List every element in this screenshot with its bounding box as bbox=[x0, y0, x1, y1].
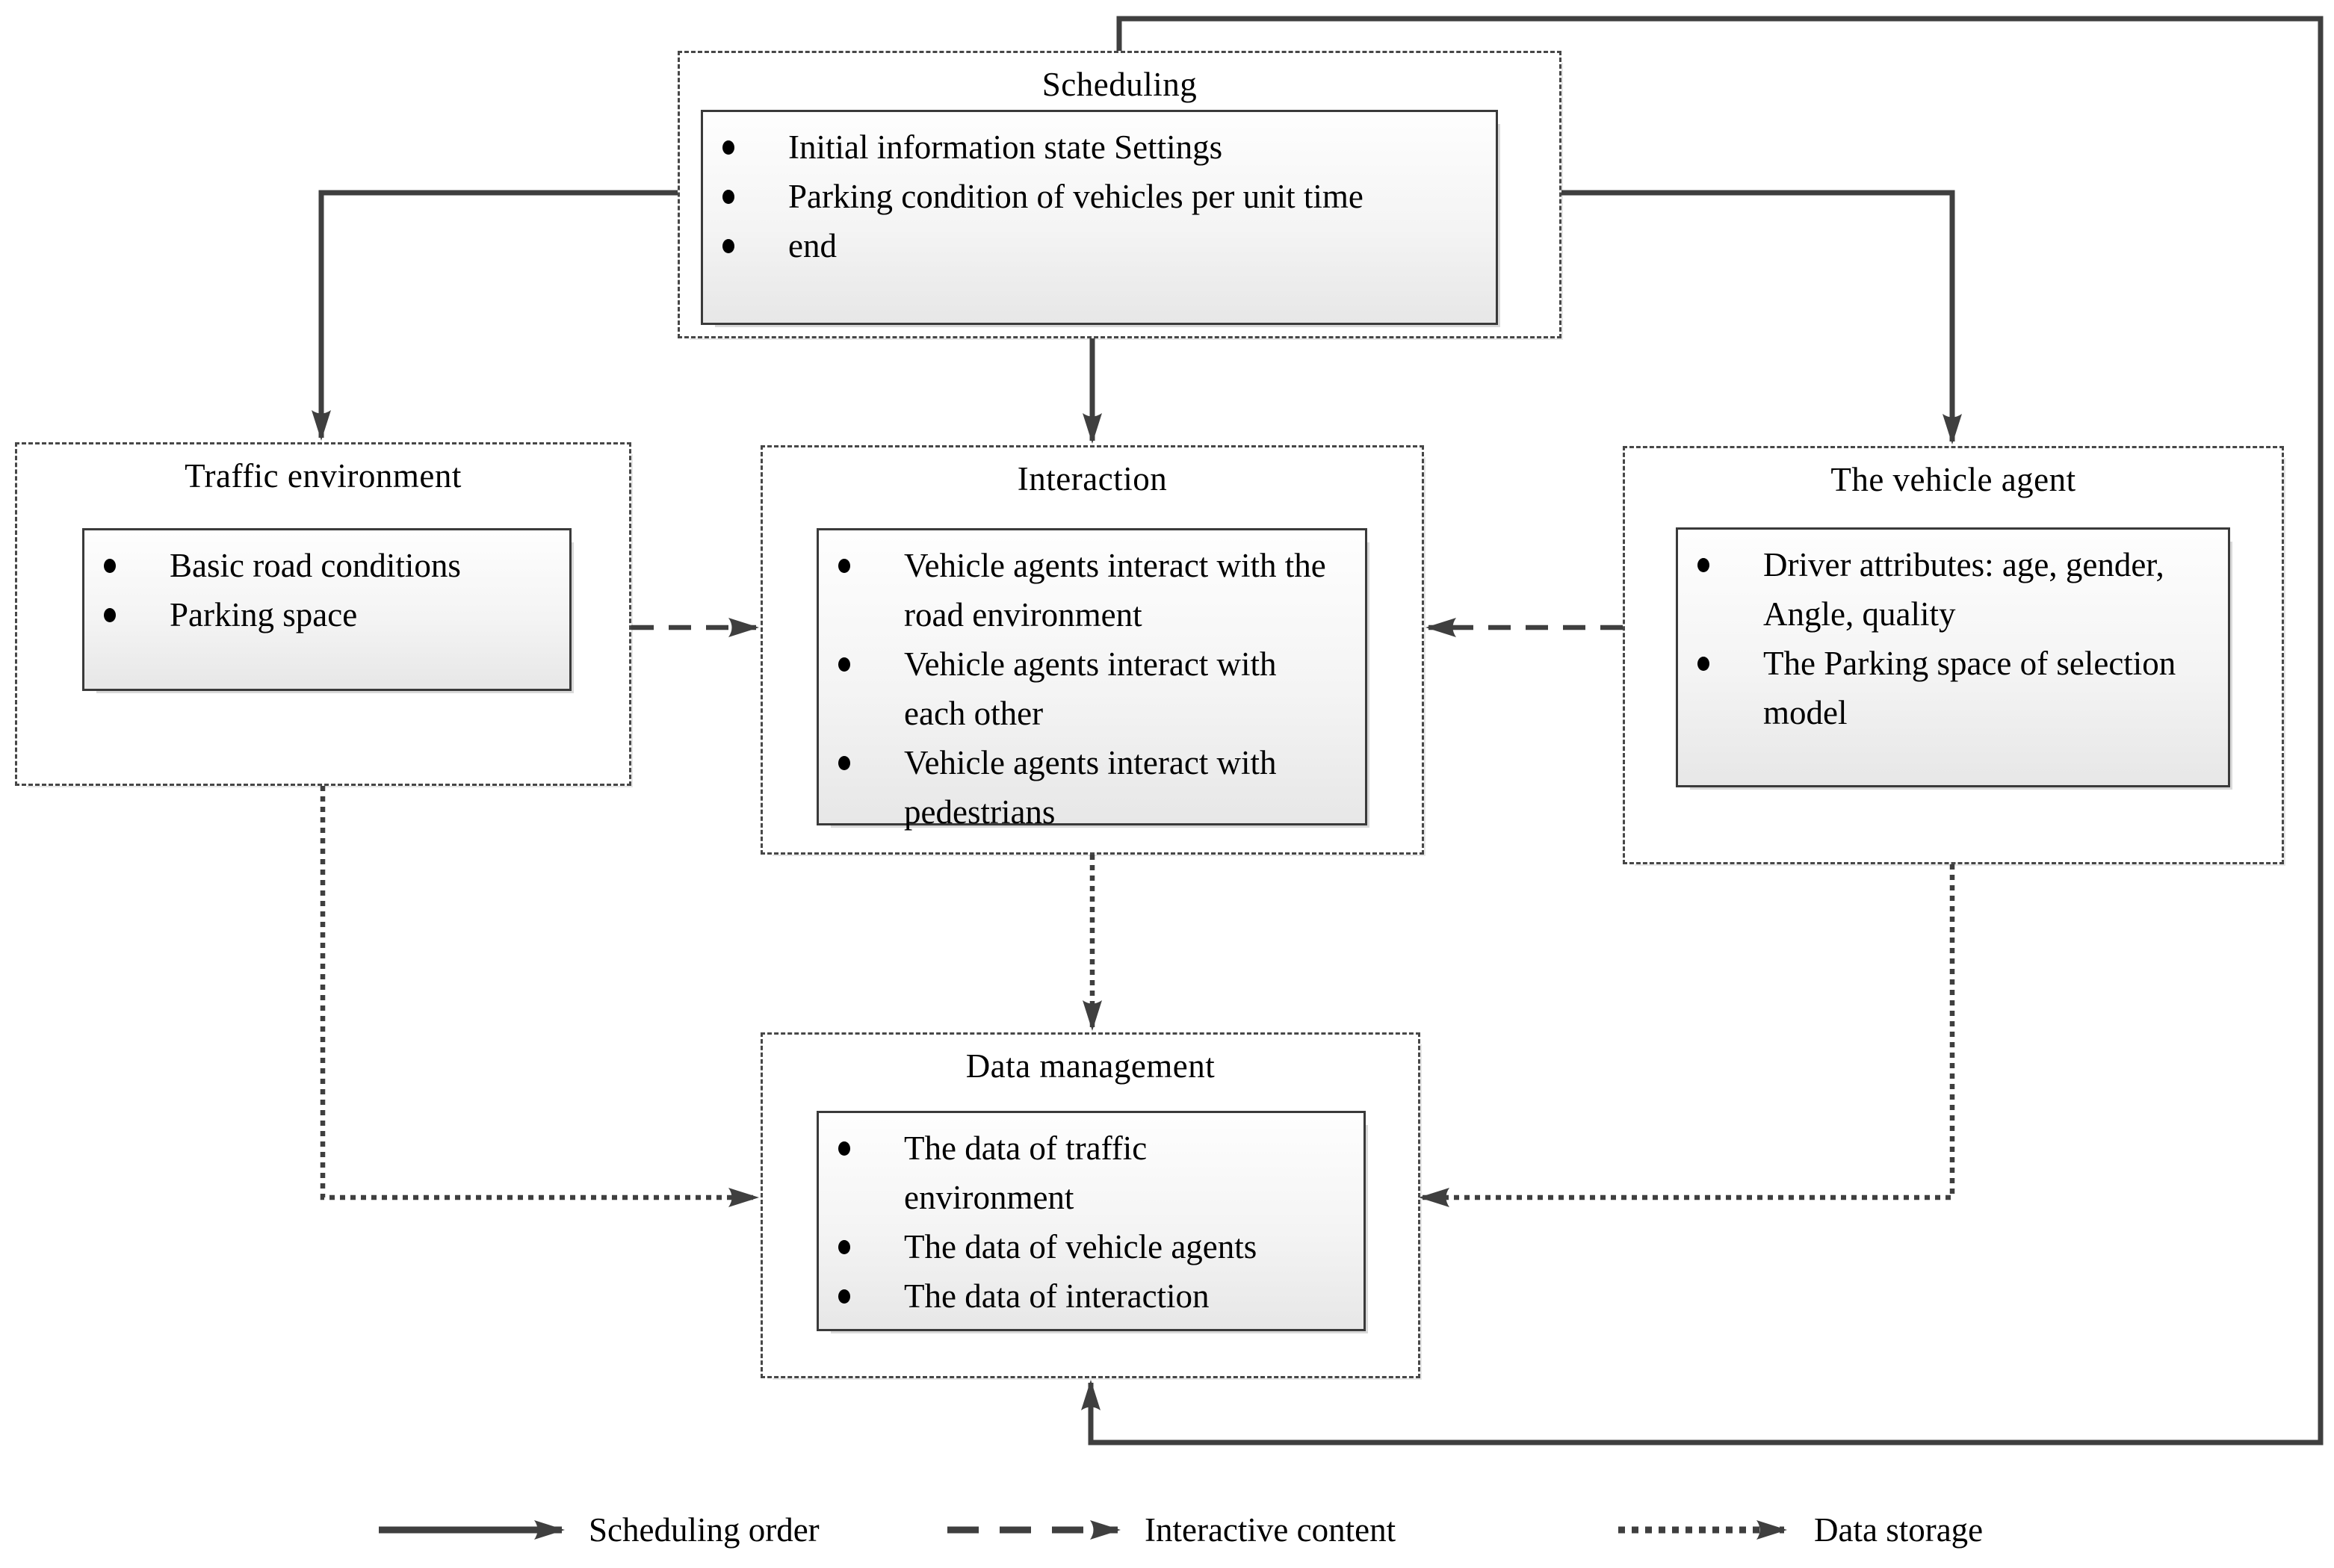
data-management-box: Data management The data of traffic envi… bbox=[761, 1032, 1420, 1378]
bullet-text: The data of traffic environment bbox=[904, 1129, 1148, 1216]
bullet-icon bbox=[722, 190, 734, 204]
interaction-inner-box: Vehicle agents interact with the road en… bbox=[817, 528, 1367, 831]
data-management-title: Data management bbox=[965, 1047, 1216, 1085]
bullet-icon bbox=[104, 608, 116, 622]
arrow-traffic-to-data-management bbox=[320, 786, 759, 1207]
bullet-icon bbox=[838, 559, 850, 573]
bullet-text: The data of interaction bbox=[904, 1277, 1210, 1315]
legend-label-interactive-content: Interactive content bbox=[1145, 1511, 1396, 1549]
traffic-environment-box: Traffic environment Basic road condition… bbox=[15, 442, 631, 786]
arrow-scheduling-to-vehicle-agent bbox=[1561, 190, 1962, 444]
bullet-text: Parking space bbox=[170, 596, 358, 633]
bullet-item: Parking space bbox=[84, 590, 618, 639]
bullet-item: The Parking space of selection model bbox=[1678, 639, 2179, 737]
vehicle-agent-inner-box: Driver attributes: age, gender, Angle, q… bbox=[1676, 527, 2230, 787]
bullet-icon bbox=[838, 1141, 850, 1156]
bullet-item: Vehicle agents interact with each other bbox=[819, 639, 1339, 738]
bullet-text: Basic road conditions bbox=[170, 547, 461, 584]
bullet-item: Vehicle agents interact with the road en… bbox=[819, 541, 1339, 639]
bullet-text: Vehicle agents interact with the road en… bbox=[904, 547, 1326, 633]
bullet-icon bbox=[722, 140, 734, 155]
bullet-text: Vehicle agents interact with pedestrians bbox=[904, 744, 1277, 831]
interaction-bullet-list: Vehicle agents interact with the road en… bbox=[819, 530, 1365, 837]
bullet-item: Vehicle agents interact with pedestrians bbox=[819, 738, 1339, 837]
bullet-icon bbox=[838, 1289, 850, 1304]
bullet-icon bbox=[838, 1240, 850, 1254]
interaction-box: Interaction Vehicle agents interact with… bbox=[761, 445, 1424, 855]
bullet-item: The data of interaction bbox=[819, 1271, 1322, 1321]
bullet-icon bbox=[1697, 657, 1709, 671]
bullet-text: The data of vehicle agents bbox=[904, 1228, 1257, 1265]
arrow-vehicle-agent-to-data-management bbox=[1419, 864, 1955, 1207]
bullet-text: Parking condition of vehicles per unit t… bbox=[788, 178, 1363, 215]
bullet-text: end bbox=[788, 227, 837, 264]
legend-label-data-storage: Data storage bbox=[1814, 1511, 1984, 1549]
interaction-title: Interaction bbox=[1017, 460, 1168, 498]
bullet-item: Basic road conditions bbox=[84, 541, 618, 590]
bullet-item: Driver attributes: age, gender, Angle, q… bbox=[1678, 540, 2179, 639]
bullet-text: The Parking space of selection model bbox=[1763, 645, 2176, 731]
vehicle-agent-title: The vehicle agent bbox=[1830, 461, 2076, 498]
bullet-text: Driver attributes: age, gender, Angle, q… bbox=[1763, 546, 2164, 633]
bullet-icon bbox=[104, 559, 116, 573]
scheduling-box: Scheduling Initial information state Set… bbox=[678, 51, 1561, 338]
bullet-item: Parking condition of vehicles per unit t… bbox=[703, 172, 1408, 221]
vehicle-agent-box: The vehicle agent Driver attributes: age… bbox=[1623, 446, 2284, 864]
legend-label-scheduling-order: Scheduling order bbox=[589, 1511, 820, 1549]
arrow-scheduling-to-traffic bbox=[312, 190, 678, 441]
bullet-item: The data of vehicle agents bbox=[819, 1222, 1322, 1271]
bullet-text: Initial information state Settings bbox=[788, 128, 1223, 166]
bullet-item: The data of traffic environment bbox=[819, 1124, 1322, 1222]
bullet-icon bbox=[838, 657, 850, 672]
bullet-icon bbox=[722, 239, 734, 253]
bullet-item: Initial information state Settings bbox=[703, 123, 1408, 172]
bullet-icon bbox=[838, 756, 850, 770]
bullet-icon bbox=[1697, 558, 1709, 572]
bullet-text: Vehicle agents interact with each other bbox=[904, 645, 1277, 732]
traffic-environment-title: Traffic environment bbox=[185, 457, 462, 495]
scheduling-title: Scheduling bbox=[1041, 66, 1198, 103]
vehicle-bullet-list: Driver attributes: age, gender, Angle, q… bbox=[1678, 530, 2228, 737]
bullet-item: end bbox=[703, 221, 1408, 270]
